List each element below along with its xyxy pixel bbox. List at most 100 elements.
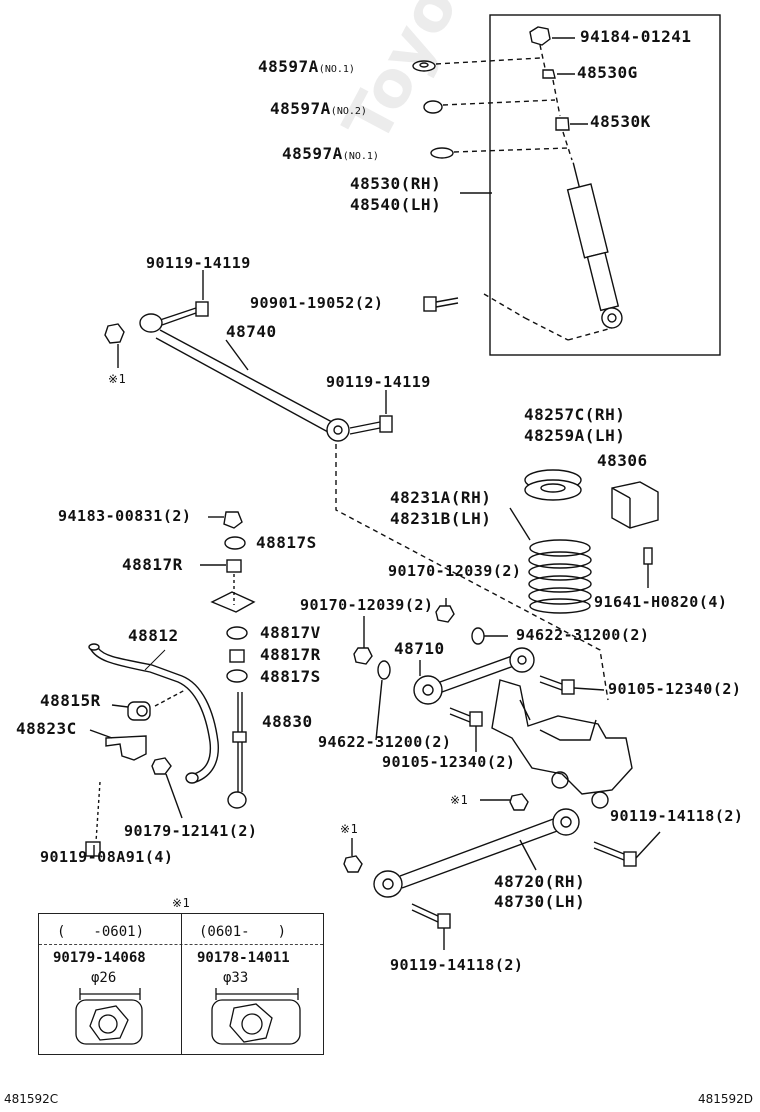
label-upper-arm: 48710 — [394, 639, 445, 658]
bolt-upper — [159, 301, 209, 326]
nut-x1-b — [509, 793, 529, 811]
axle-bracket — [491, 679, 633, 809]
bolt-90105-a — [539, 675, 575, 695]
cushion-no1-bottom — [430, 147, 454, 159]
inset-col2-period: (0601- ) — [199, 924, 287, 940]
washer-94622-a — [471, 627, 485, 645]
retainer-r1 — [226, 559, 242, 573]
label-spring-rh: 48231A(RH) — [390, 488, 492, 507]
label-note-x1-c: ※1 — [340, 822, 359, 836]
label-nut: 94184-01241 — [580, 27, 692, 46]
label-retainer-r1: 48817R — [122, 555, 183, 574]
cushion-s1 — [224, 536, 246, 550]
bracket-plate — [210, 591, 256, 613]
label-bolt-90105-a: 90105-12340(2) — [608, 680, 742, 698]
label-lower-arm-lh: 48730(LH) — [494, 892, 586, 911]
inset-col1-period: ( -0601) — [57, 924, 145, 940]
washer-94622-b — [377, 660, 391, 680]
label-bolt-90119-08: 90119-08A91(4) — [40, 848, 174, 866]
shock-absorber — [566, 162, 623, 329]
bolt-91641 — [643, 547, 653, 588]
label-cushion-no1-top-note: (NO.1) — [318, 64, 355, 75]
label-absorber-rh: 48530(RH) — [350, 174, 442, 193]
label-lower-arm-rh: 48720(RH) — [494, 872, 586, 891]
cushion-no2 — [423, 100, 443, 114]
label-stab-bushing: 48815R — [40, 691, 101, 710]
label-note-x1-a: ※1 — [108, 372, 127, 386]
label-cushion-no1-bottom: 48597A(NO.1) — [282, 144, 379, 163]
retainer-r2 — [229, 649, 245, 663]
label-washer-94622-a: 94622-31200(2) — [516, 626, 650, 644]
label-bump-stopper: 48306 — [597, 451, 648, 470]
label-note-x1-b: ※1 — [450, 793, 469, 807]
label-retainer-r2: 48817R — [260, 645, 321, 664]
label-lateral-rod: 48740 — [226, 322, 277, 341]
label-nut-90170-b: 90170-12039(2) — [300, 596, 434, 614]
shock-nut — [529, 26, 551, 46]
label-cushion-no1-top: 48597A(NO.1) — [258, 57, 355, 76]
label-bolt-90119-a: 90119-14118(2) — [610, 807, 744, 825]
footer-left-code: 481592C — [4, 1092, 59, 1106]
label-absorber-lh: 48540(LH) — [350, 195, 442, 214]
inset-col1-part: 90179-14068 — [53, 950, 146, 966]
coil-spring — [528, 539, 592, 614]
label-cushion-s1: 48817S — [256, 533, 317, 552]
cushion-no1-top — [412, 60, 436, 72]
spring-insulator — [524, 469, 582, 501]
label-washer-k: 48530K — [590, 112, 651, 131]
bolt-lateral — [349, 415, 393, 435]
stabilizer-bar — [88, 643, 219, 784]
label-cushion-no2-note: (NO.2) — [330, 106, 367, 117]
inset-col1-diameter: φ26 — [91, 970, 117, 986]
inset-col2-diameter: φ33 — [223, 970, 249, 986]
label-nut-94183: 94183-00831(2) — [58, 507, 192, 525]
cushion-s2 — [226, 669, 248, 683]
bolt-90119-b — [411, 903, 451, 929]
label-inset-note: ※1 — [172, 896, 191, 910]
inset-col2-part: 90178-14011 — [197, 950, 290, 966]
stab-bushing — [127, 701, 151, 721]
shock-assembly-box — [489, 14, 721, 356]
label-spring-lh: 48231B(LH) — [390, 509, 492, 528]
bolt-90119-08 — [85, 781, 101, 857]
nut-x1-a — [104, 323, 125, 344]
label-washer-g: 48530G — [577, 63, 638, 82]
label-bolt-90119-b: 90119-14118(2) — [390, 956, 524, 974]
label-insulator-lh: 48259A(LH) — [524, 426, 626, 445]
label-cushion-s2: 48817S — [260, 667, 321, 686]
inset-nuts — [75, 988, 301, 1045]
label-bolt-shock: 90901-19052(2) — [250, 294, 384, 312]
label-stab-bracket: 48823C — [16, 719, 77, 738]
footer-right-code: 481592D — [698, 1092, 754, 1106]
nut-90170-a — [353, 647, 373, 665]
nut-90170-b — [435, 605, 455, 623]
label-nut-90179: 90179-12141(2) — [124, 822, 258, 840]
label-bolt-91641: 91641-H0820(4) — [594, 593, 728, 611]
nut-90179 — [151, 757, 172, 775]
bolt-90105-b — [449, 707, 483, 727]
label-washer-94622-b: 94622-31200(2) — [318, 733, 452, 751]
cushion-v — [226, 626, 248, 640]
label-stabilizer-bar: 48812 — [128, 626, 179, 645]
label-bolt-90105-b: 90105-12340(2) — [382, 753, 516, 771]
lower-control-arm — [373, 808, 580, 898]
label-bolt-lateral: 90119-14119 — [326, 373, 431, 391]
label-bolt-upper: 90119-14119 — [146, 254, 251, 272]
bolt-shock — [423, 296, 459, 312]
stabilizer-link — [227, 692, 247, 809]
bump-stopper — [611, 481, 659, 529]
nut-94183 — [223, 511, 243, 529]
label-nut-90170-a: 90170-12039(2) — [388, 562, 522, 580]
inset-divider — [181, 914, 182, 1054]
label-insulator-rh: 48257C(RH) — [524, 405, 626, 424]
upper-control-arm — [413, 647, 535, 705]
label-cushion-no1-bottom-note: (NO.1) — [342, 151, 379, 162]
nut-x1-c — [343, 855, 363, 873]
bolt-90119-a — [593, 841, 637, 867]
nut-variant-table: ( -0601) (0601- ) 90179-14068 90178-1401… — [38, 913, 324, 1055]
stab-bracket — [105, 735, 147, 761]
washer-k — [555, 117, 570, 131]
label-stabilizer-link: 48830 — [262, 712, 313, 731]
label-cushion-no2: 48597A(NO.2) — [270, 99, 367, 118]
